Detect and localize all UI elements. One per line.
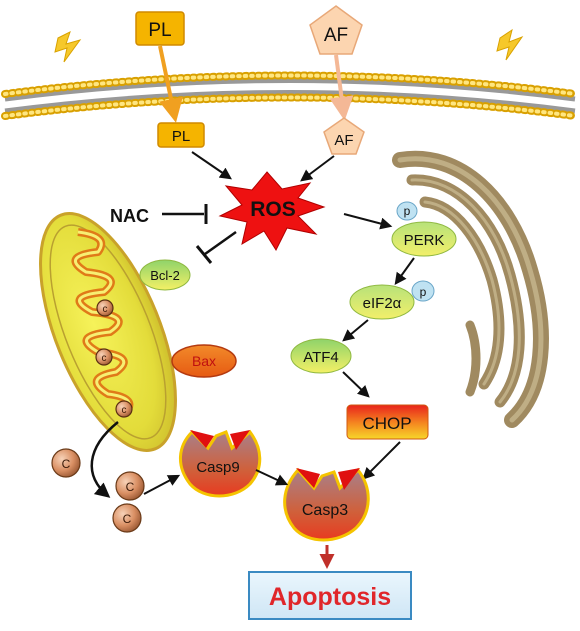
- svg-text:PERK: PERK: [404, 232, 445, 249]
- svg-text:c: c: [102, 353, 107, 364]
- svg-text:CHOP: CHOP: [362, 414, 411, 433]
- arrow-ros-to-perk: [343, 213, 393, 230]
- svg-text:Casp3: Casp3: [302, 502, 348, 519]
- arrow-atf4-to-chop: [342, 371, 370, 398]
- svg-text:PL: PL: [172, 128, 190, 145]
- svg-text:PL: PL: [148, 20, 171, 41]
- perk-protein: PERK: [391, 221, 457, 257]
- arrow-perk-to-eif2a: [394, 257, 415, 285]
- af-inside: AF: [323, 117, 365, 155]
- arrow-chop-to-casp3: [362, 441, 401, 480]
- pl-inside: PL: [157, 122, 205, 148]
- svg-text:eIF2α: eIF2α: [363, 295, 402, 312]
- svg-text:c: c: [122, 405, 127, 416]
- chop-protein: CHOP: [346, 404, 429, 440]
- af-outside: AF: [309, 5, 363, 55]
- svg-text:Apoptosis: Apoptosis: [269, 583, 391, 611]
- arrow-eif2a-to-atf4: [342, 319, 369, 342]
- pl-entry-arrow: [158, 45, 183, 123]
- svg-text:Bax: Bax: [192, 353, 216, 369]
- svg-text:p: p: [420, 285, 427, 299]
- bcl2-protein: Bcl-2: [139, 259, 191, 291]
- casp9-enzyme: Casp9: [179, 429, 262, 498]
- bax-protein: Bax: [171, 344, 237, 378]
- svg-text:C: C: [123, 512, 132, 526]
- eif2a-phosphate: p: [411, 280, 435, 302]
- arrow-pl-to-ros: [191, 151, 232, 180]
- perk-phosphate: p: [396, 201, 418, 221]
- membrane-bilayer: [1, 71, 579, 120]
- casp3-enzyme: Casp3: [283, 467, 370, 542]
- svg-text:C: C: [62, 457, 71, 471]
- svg-text:c: c: [103, 304, 108, 315]
- svg-text:p: p: [404, 204, 411, 218]
- arrow-af-to-ros: [300, 155, 335, 182]
- ros-inhibits-bcl2: [204, 230, 237, 256]
- cytochrome-c-released: C C C: [51, 448, 145, 533]
- af-entry-arrow: [329, 54, 354, 121]
- svg-text:C: C: [126, 480, 135, 494]
- endoplasmic-reticulum: [392, 150, 549, 428]
- mitochondrion: [39, 212, 177, 452]
- lightning-icon: [496, 28, 524, 61]
- lightning-icon: [54, 31, 82, 63]
- svg-text:AF: AF: [334, 132, 353, 149]
- pl-outside: PL: [135, 11, 185, 46]
- atf4-protein: ATF4: [290, 338, 352, 374]
- nac-label: NAC: [110, 206, 149, 226]
- svg-text:ATF4: ATF4: [303, 349, 339, 366]
- arrow-casp9-to-casp3: [255, 469, 289, 486]
- svg-text:ROS: ROS: [250, 198, 296, 221]
- svg-text:Casp9: Casp9: [196, 459, 239, 476]
- ros-burst: ROS: [218, 171, 326, 252]
- svg-text:Bcl-2: Bcl-2: [150, 268, 180, 283]
- svg-text:AF: AF: [324, 25, 348, 46]
- inhibition-bar: [195, 245, 213, 264]
- apoptosis-box: Apoptosis: [248, 571, 412, 620]
- cyt-c-release-arrow: [90, 421, 119, 498]
- cytochrome-c-inner: c c c: [95, 299, 133, 418]
- arrow-cytc-to-casp9: [143, 474, 181, 495]
- eif2a-protein: eIF2α: [349, 284, 415, 320]
